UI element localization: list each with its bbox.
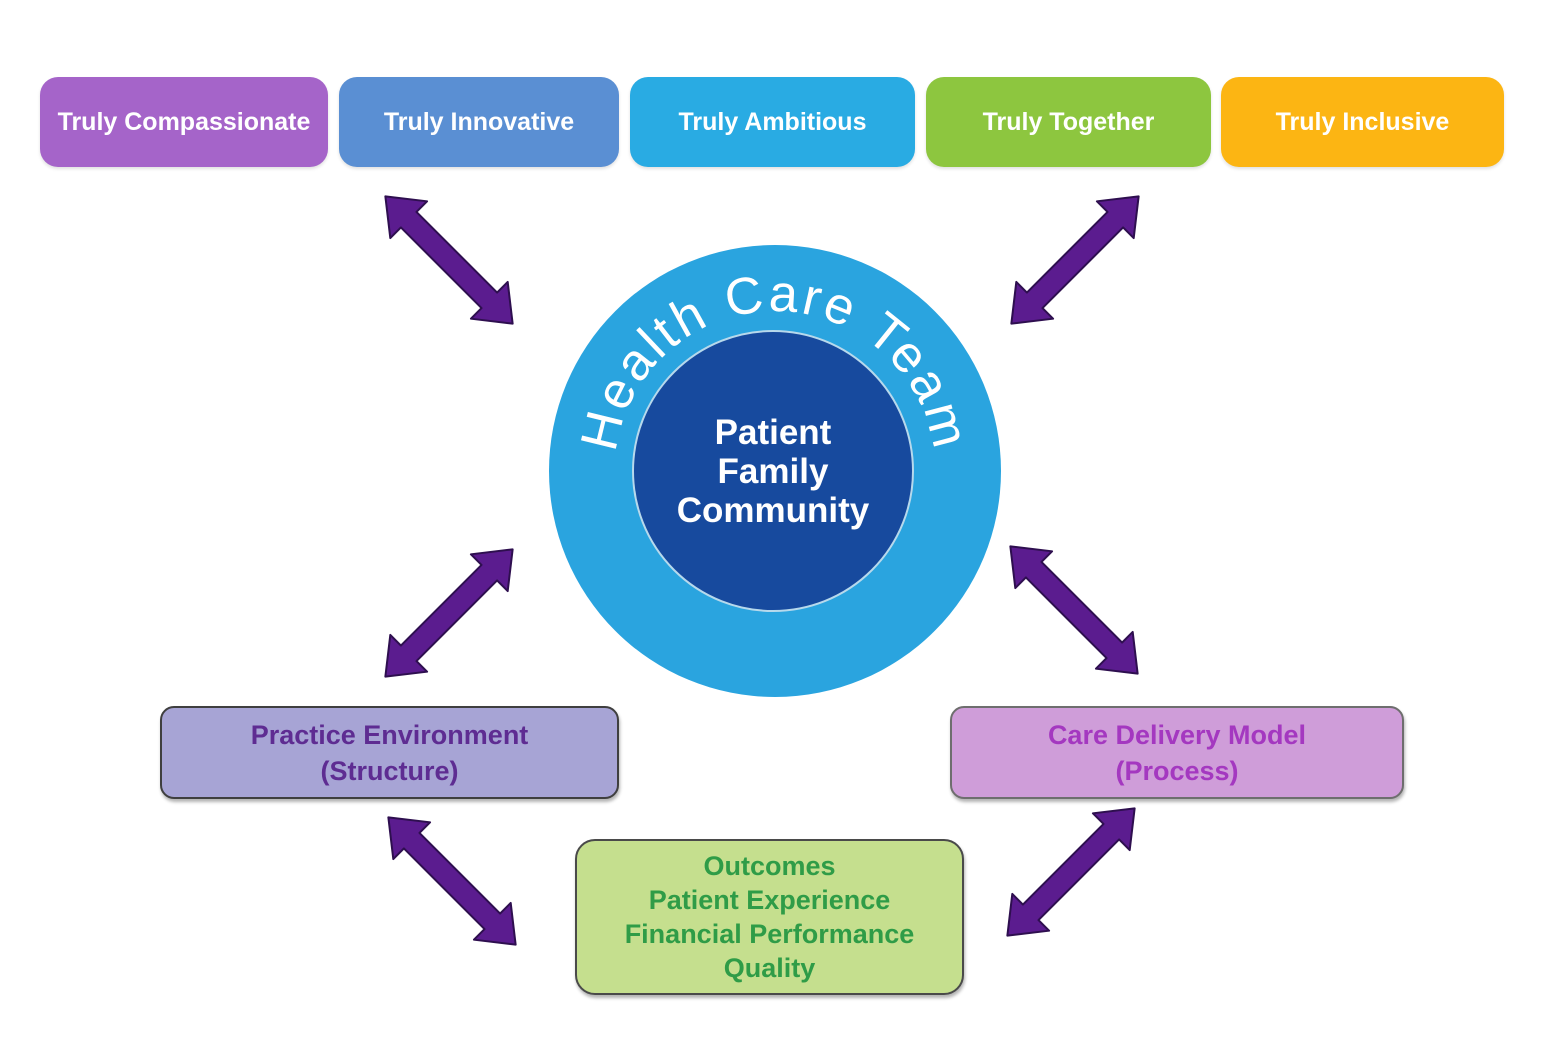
outcomes-line-patient-experience: Patient Experience xyxy=(648,885,891,915)
arrow-mid-right xyxy=(990,526,1158,694)
outcomes-box: Outcomes Patient Experience Financial Pe… xyxy=(575,839,964,995)
core-line-family: Family xyxy=(717,452,829,491)
core-label: Patient Family Community xyxy=(623,413,923,530)
arrow-bottom-left xyxy=(368,797,536,965)
arrow-top-left xyxy=(365,176,533,344)
outcomes-line-outcomes: Outcomes xyxy=(703,851,836,881)
core-line-community: Community xyxy=(676,491,870,530)
outcomes-line-financial-performance: Financial Performance xyxy=(624,919,915,949)
value-pill-truly-inclusive: Truly Inclusive xyxy=(1221,77,1504,167)
arrow-top-right xyxy=(991,176,1159,344)
care-delivery-model-box: Care Delivery Model (Process) xyxy=(950,706,1404,799)
care-delivery-line1: Care Delivery Model xyxy=(1047,719,1307,750)
value-pill-truly-innovative: Truly Innovative xyxy=(339,77,619,167)
practice-environment-line2: (Structure) xyxy=(320,755,459,786)
practice-environment-line1: Practice Environment xyxy=(250,719,529,750)
practice-environment-box: Practice Environment (Structure) xyxy=(160,706,619,799)
value-pill-truly-compassionate: Truly Compassionate xyxy=(40,77,328,167)
arrow-bottom-right xyxy=(987,788,1155,956)
core-line-patient: Patient xyxy=(714,413,832,452)
patient-family-community-core xyxy=(632,330,914,612)
outcomes-line-quality: Quality xyxy=(723,953,816,983)
value-pill-truly-together: Truly Together xyxy=(926,77,1211,167)
arrow-mid-left xyxy=(365,529,533,697)
value-pill-truly-ambitious: Truly Ambitious xyxy=(630,77,915,167)
care-delivery-line2: (Process) xyxy=(1115,755,1239,786)
